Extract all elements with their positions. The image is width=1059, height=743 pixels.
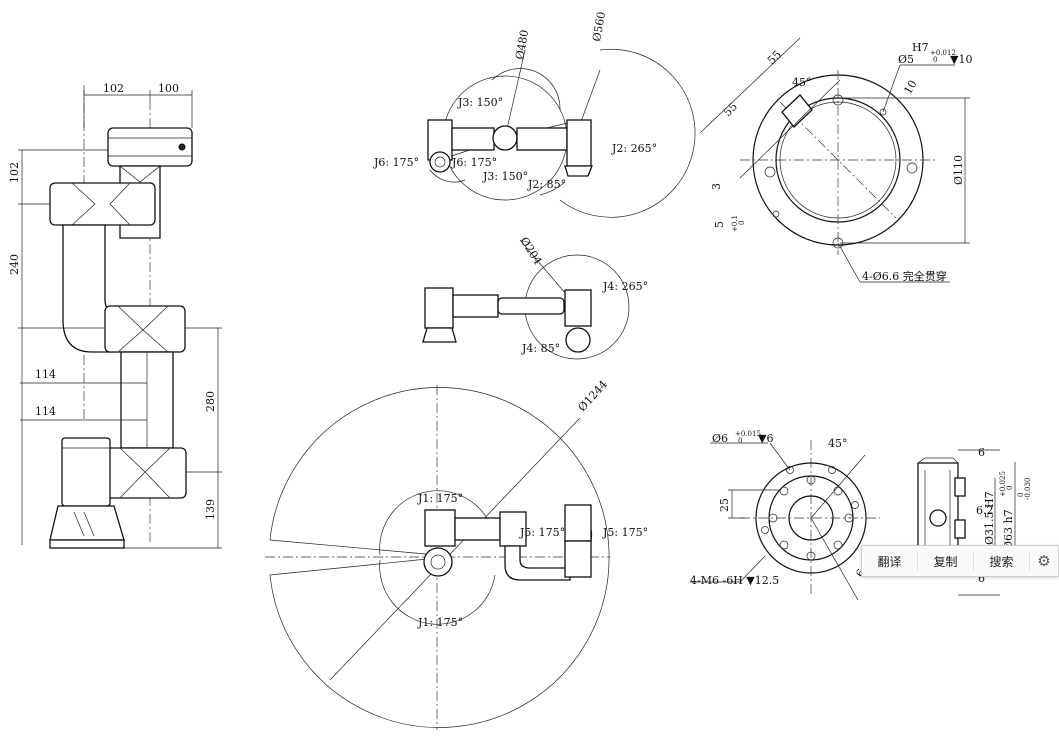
label-h7: H7 <box>912 41 929 54</box>
label-j1-175-top: J1: 175° <box>417 492 463 505</box>
translate-button[interactable]: 翻译 <box>877 554 902 569</box>
toolbar-divider <box>973 552 974 570</box>
robot-reach-view: Ø1244 J1: 175° J1: 175° J5: 175° J5: 175… <box>265 378 648 730</box>
dim-114-b: 114 <box>35 405 56 418</box>
dim-102-left: 102 <box>8 162 21 183</box>
label-tol-plus-0015: +0.015 <box>735 430 761 438</box>
label-phi480: Ø480 <box>513 29 531 61</box>
label-55-left: 55 <box>721 100 740 119</box>
label-phi204: Ø204 <box>517 235 544 267</box>
label-j3-150-bottom: J3: 150° <box>482 170 528 183</box>
label-tol-minus-003: -0.030 <box>1024 478 1032 500</box>
label-4-phi6-6-through: 4-Ø6.6 完全贯穿 <box>862 269 947 283</box>
label-j6-175-a: J6: 175° <box>373 156 419 169</box>
label-phi31-5-h7: Ø31.5 H7 <box>983 491 996 545</box>
label-4-m6-6h: 4-M6 -6H ▼12.5 <box>690 574 779 587</box>
dim-280: 280 <box>204 391 217 412</box>
dim-114-a: 114 <box>35 368 56 381</box>
label-tol-plus-0012: +0.012 <box>930 49 956 57</box>
label-depth-6: ▼6 <box>758 432 773 445</box>
label-j2-265: J2: 265° <box>611 142 657 155</box>
label-j2-85: J2: 85° <box>527 178 566 191</box>
label-10: 10 <box>901 78 919 97</box>
label-tol-zero-a: 0 <box>933 56 937 64</box>
label-phi5: Ø5 <box>898 53 914 66</box>
tool-flange-view: Ø6 +0.015 0 ▼6 45° 25 4-M6 -6H ▼12.5 6 <box>690 430 880 601</box>
mounting-flange-view: 55 45° 55 Ø5 H7 +0.012 0 ▼10 10 Ø110 3 5… <box>699 37 972 283</box>
label-phi110: Ø110 <box>952 155 965 185</box>
label-5: 5 <box>713 221 726 228</box>
label-phi6: Ø6 <box>712 432 728 445</box>
dim-240: 240 <box>8 254 21 275</box>
label-tol-plus-01: +0.1 <box>731 215 739 232</box>
label-tol-zero-c: 0 <box>738 437 742 445</box>
label-phi63-h7: Ø63 h7 <box>1002 509 1015 550</box>
label-6-side-bottom: 6 <box>978 572 985 585</box>
label-tol-zero-b: 0 <box>738 221 746 225</box>
label-55-top: 55 <box>765 48 784 67</box>
search-button[interactable]: 搜索 <box>989 554 1014 569</box>
label-3: 3 <box>710 183 723 190</box>
label-25: 25 <box>718 498 731 512</box>
label-45deg-tool: 45° <box>828 437 848 450</box>
label-j4-265: J4: 265° <box>602 280 648 293</box>
label-6-2: 6.2 <box>976 504 994 517</box>
label-j1-175-bottom: J1: 175° <box>417 616 463 629</box>
dim-102-top: 102 <box>103 82 124 95</box>
label-j4-85: J4: 85° <box>521 342 560 355</box>
label-6-side-top: 6 <box>978 446 985 459</box>
label-depth-10: ▼10 <box>950 53 972 66</box>
label-j6-175-b: J6: 175° <box>451 156 497 169</box>
robot-j4-view: Ø204 J4: 265° J4: 85° <box>422 235 648 360</box>
label-j3-150-top: J3: 150° <box>457 96 503 109</box>
label-phi1244: Ø1244 <box>576 378 610 414</box>
label-tol-plus-0025: +0.025 <box>999 471 1007 497</box>
selection-toolbar: 翻译 复制 搜索 ⚙ <box>861 545 1059 577</box>
toolbar-divider <box>917 552 918 570</box>
label-j5-175-b: J5: 175° <box>602 526 648 539</box>
copy-button[interactable]: 复制 <box>933 554 958 569</box>
label-tol-zero-e: 0 <box>1017 493 1025 497</box>
label-j5-175-a: J5: 175° <box>519 526 565 539</box>
label-tol-zero-d: 0 <box>1006 486 1014 490</box>
label-45deg-flange: 45° <box>792 76 812 89</box>
robot-side-view: 102 100 102 240 114 114 280 139 <box>8 82 222 549</box>
label-phi560: Ø560 <box>590 11 608 43</box>
robot-top-view: Ø480 Ø560 J3: 150° J6: 175° J6: 175° J3:… <box>373 11 696 218</box>
dim-139: 139 <box>204 499 217 520</box>
gear-icon[interactable]: ⚙ <box>1037 552 1051 570</box>
dim-100-top: 100 <box>158 82 179 95</box>
toolbar-divider <box>1029 552 1030 570</box>
